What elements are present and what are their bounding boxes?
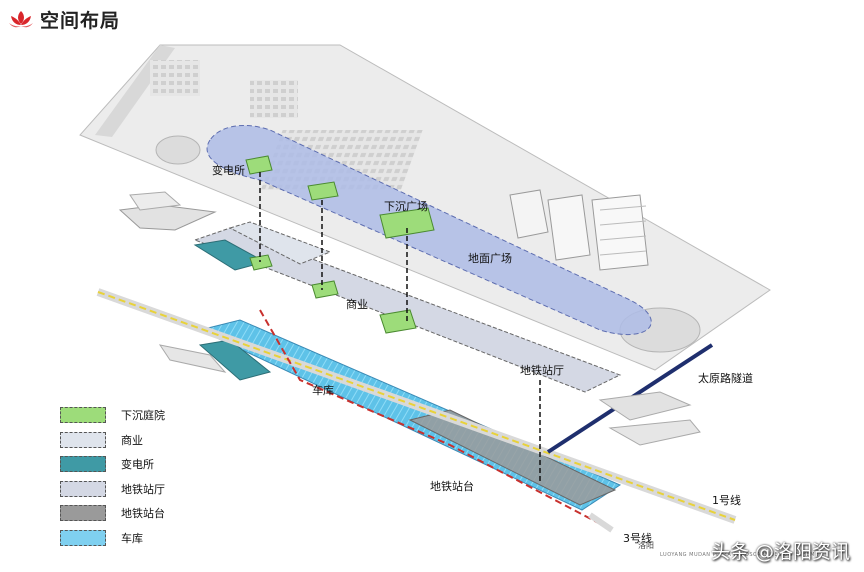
sunken-courtyard: [379, 207, 435, 239]
platform-level-layer: [96, 288, 737, 533]
label-garage: 车库: [312, 383, 334, 397]
legend-swatch-metro-platform: [60, 505, 106, 522]
legend-swatch-metro-hall: [60, 480, 106, 497]
legend-label: 地铁站厅: [121, 482, 165, 496]
legend-swatch-garage: [60, 529, 106, 546]
legend-label: 车库: [121, 531, 143, 545]
label-taiyuan-tunnel: 太原路隧道: [698, 371, 753, 385]
label-metro-hall: 地铁站厅: [520, 363, 564, 377]
label-line3: 3号线: [623, 531, 652, 545]
legend-label: 地铁站台: [121, 507, 165, 521]
label-substation: 变电所: [212, 163, 245, 177]
legend-item: 商业: [60, 428, 165, 452]
legend-item: 地铁站台: [60, 501, 165, 525]
legend-label: 变电所: [121, 458, 154, 472]
legend-item: 车库: [60, 526, 165, 550]
ground-level-layer: [79, 44, 771, 371]
header: 空间布局: [8, 6, 120, 33]
watermark: 头条 @洛阳资讯: [710, 541, 850, 563]
roundabout: [155, 135, 201, 165]
residential-block: [150, 60, 200, 96]
legend: 下沉庭院 商业 变电所 地铁站厅 地铁站台 车库: [60, 403, 165, 551]
label-line1: 1号线: [712, 493, 741, 507]
station-entrance: [118, 204, 217, 231]
legend-label: 商业: [121, 433, 143, 447]
legend-item: 下沉庭院: [60, 403, 165, 427]
label-metro-platform: 地铁站台: [430, 479, 474, 493]
legend-swatch-commerce: [60, 431, 106, 448]
level-connectors: [259, 172, 541, 482]
sunken-courtyard: [245, 155, 273, 175]
label-sunken-plaza: 下沉广场: [384, 199, 428, 213]
label-commerce: 商业: [346, 297, 368, 311]
legend-swatch-sunken-courtyard: [60, 407, 106, 423]
sunken-courtyard: [307, 181, 339, 201]
residential-block: [250, 80, 298, 118]
line3-track: [259, 309, 613, 531]
high-rise-buildings: [509, 189, 649, 271]
caption: 洛阳: [638, 541, 654, 550]
caption-subtitle: LUOYANG MUDAN PLAZA LANDSCAPE DESIGN SCH…: [660, 552, 819, 558]
page-title: 空间布局: [40, 10, 121, 32]
lotus-logo-icon: [9, 10, 33, 27]
legend-item: 地铁站厅: [60, 477, 165, 501]
legend-item: 变电所: [60, 452, 165, 476]
label-ground-plaza: 地面广场: [468, 251, 512, 265]
legend-swatch-substation: [60, 456, 106, 473]
legend-label: 下沉庭院: [121, 409, 165, 422]
